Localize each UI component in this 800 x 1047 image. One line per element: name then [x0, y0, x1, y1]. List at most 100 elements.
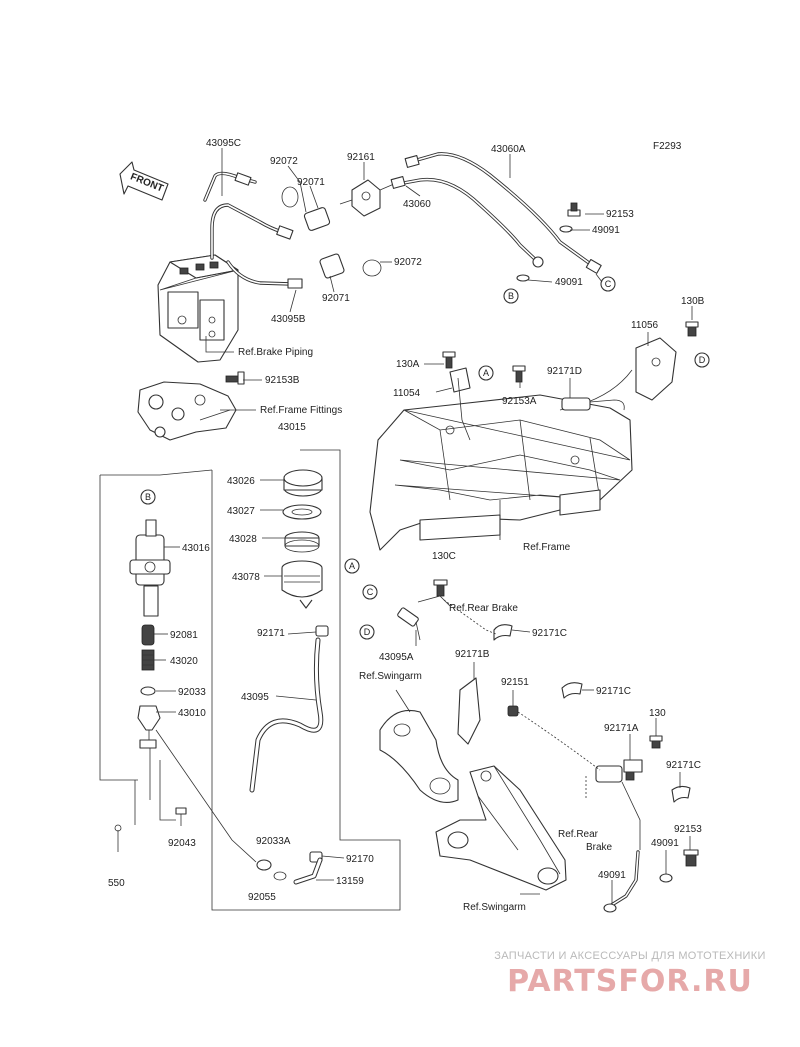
watermark-tagline: ЗАПЧАСТИ И АКСЕССУАРЫ ДЛЯ МОТОТЕХНИКИ: [494, 950, 766, 962]
part-label[interactable]: 43010: [178, 708, 206, 719]
part-label[interactable]: 92171A: [604, 723, 639, 734]
watermark: ЗАПЧАСТИ И АКСЕССУАРЫ ДЛЯ МОТОТЕХНИКИ PA…: [470, 950, 790, 999]
part-label[interactable]: 92151: [501, 677, 529, 688]
spring-43020-icon: [141, 649, 155, 671]
banjo-bolt-92153-lower-icon: [683, 849, 699, 867]
push-rod-43010-icon: [137, 705, 161, 800]
ref-swingarm-top[interactable]: Ref.Swingarm: [359, 671, 422, 682]
part-label[interactable]: 43095B: [271, 314, 306, 325]
part-label[interactable]: 49091: [555, 277, 583, 288]
fitting-13159-icon: [293, 857, 323, 885]
part-label[interactable]: 43095C: [206, 138, 241, 149]
part-label[interactable]: 92153A: [502, 396, 537, 407]
ref-rear-brake-bottom-line1[interactable]: Ref.Rear: [558, 829, 599, 840]
grommet-lower-icon: [319, 253, 382, 279]
bolt-130A-icon: [442, 351, 456, 369]
part-label[interactable]: 11056: [631, 320, 659, 331]
part-label[interactable]: 92043: [168, 838, 196, 849]
callout-D-top: D: [694, 352, 710, 368]
diaphragm-43028-icon: [284, 531, 320, 553]
ref-swingarm-bottom[interactable]: Ref.Swingarm: [463, 902, 526, 913]
master-cylinder-43016-icon: [129, 519, 171, 617]
part-label[interactable]: 43060: [403, 199, 431, 210]
rear-frame-icon: [369, 394, 633, 551]
group-box-reservoir: [211, 449, 401, 911]
brake-pipe-43095B: [226, 260, 303, 289]
part-label[interactable]: 92171C: [666, 760, 701, 771]
part-label[interactable]: 130C: [432, 551, 456, 562]
part-label[interactable]: 92170: [346, 854, 374, 865]
clamp-92171C-middle-icon: [561, 682, 583, 699]
clamp-92171D-icon: [561, 397, 625, 411]
part-label[interactable]: 43095: [241, 692, 269, 703]
part-label[interactable]: 43060A: [491, 144, 526, 155]
watermark-brand-logo: PARTSFOR.RU: [507, 964, 753, 999]
part-label[interactable]: 92161: [347, 152, 375, 163]
callout-A-top: A: [478, 365, 494, 381]
part-label[interactable]: 11054: [393, 388, 421, 399]
clip-92151-icon: [507, 705, 519, 717]
part-label[interactable]: 43078: [232, 572, 260, 583]
part-label[interactable]: 49091: [651, 838, 679, 849]
part-label[interactable]: 13159: [336, 876, 364, 887]
ref-frame[interactable]: Ref.Frame: [523, 542, 571, 553]
ref-rear-brake-top[interactable]: Ref.Rear Brake: [449, 603, 518, 614]
part-label[interactable]: 92072: [270, 156, 298, 167]
part-label[interactable]: 43020: [170, 656, 198, 667]
part-label[interactable]: 43016: [182, 543, 210, 554]
part-label[interactable]: 130A: [396, 359, 420, 370]
part-label[interactable]: 43015: [278, 422, 306, 433]
part-label[interactable]: 92171D: [547, 366, 582, 377]
part-label[interactable]: 92171C: [532, 628, 567, 639]
part-label[interactable]: 43026: [227, 476, 255, 487]
part-label[interactable]: 92153: [674, 824, 702, 835]
part-label[interactable]: 92033A: [256, 836, 291, 847]
bolt-130-icon: [649, 735, 663, 749]
part-label[interactable]: 43027: [227, 506, 255, 517]
part-label[interactable]: 43095A: [379, 652, 414, 663]
banjo-bolt-92153-icon: [516, 202, 581, 282]
part-label[interactable]: 130B: [681, 296, 705, 307]
part-label[interactable]: 49091: [598, 870, 626, 881]
part-label[interactable]: 43028: [229, 534, 257, 545]
callout-C-switch: C: [362, 584, 378, 600]
part-label[interactable]: 92071: [322, 293, 350, 304]
part-label[interactable]: 92033: [178, 687, 206, 698]
ref-frame-fittings[interactable]: Ref.Frame Fittings: [260, 405, 342, 416]
swingarm-lower-icon: [435, 765, 567, 891]
bracket-92171A-icon: [623, 759, 643, 773]
svg-text:B: B: [145, 492, 151, 502]
footrest-bracket-icon: [137, 381, 237, 441]
callout-B-top: B: [503, 288, 519, 304]
brake-pipe-43060A: [390, 152, 602, 274]
part-label[interactable]: 92072: [394, 257, 422, 268]
svg-text:C: C: [605, 279, 612, 289]
bolt-92153A-icon: [512, 365, 526, 383]
front-arrow-icon: FRONT: [119, 161, 169, 201]
part-label[interactable]: 92055: [248, 892, 276, 903]
washer-49091-lower-icon: [603, 873, 673, 913]
grommet-upper-icon: [281, 186, 331, 231]
part-label[interactable]: 92153B: [265, 375, 300, 386]
cotter-pin-550-icon: [114, 824, 122, 852]
bracket-11054-icon: [449, 367, 471, 441]
clamp-92171C-upper-icon: [493, 624, 513, 641]
part-label[interactable]: 92081: [170, 630, 198, 641]
svg-text:D: D: [699, 355, 706, 365]
part-label[interactable]: 92171B: [455, 649, 490, 660]
part-label[interactable]: 550: [108, 878, 125, 889]
part-label[interactable]: 130: [649, 708, 666, 719]
ref-brake-piping[interactable]: Ref.Brake Piping: [238, 347, 313, 358]
rear-brake-hose-fitting-icon: [595, 765, 641, 908]
ref-rear-brake-bottom-line2[interactable]: Brake: [586, 842, 613, 853]
diaphragm-plate-43027-icon: [282, 504, 322, 520]
bolt-130B-icon: [685, 321, 699, 337]
callout-B-master: B: [140, 489, 156, 505]
part-label[interactable]: 49091: [592, 225, 620, 236]
part-label[interactable]: 92171C: [596, 686, 631, 697]
part-label[interactable]: 92171: [257, 628, 285, 639]
part-label[interactable]: 92153: [606, 209, 634, 220]
part-label[interactable]: 92071: [297, 177, 325, 188]
